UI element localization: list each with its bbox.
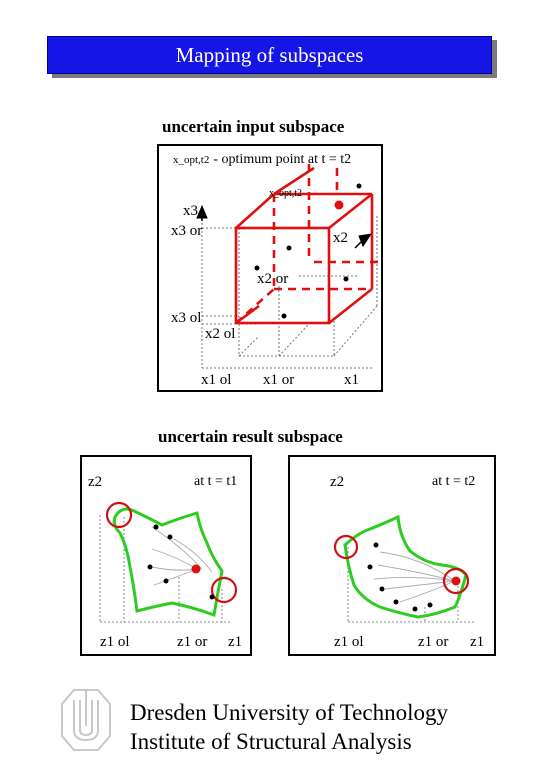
- footer-institute: Institute of Structural Analysis: [130, 729, 412, 754]
- z2-label-t2: z2: [330, 474, 345, 490]
- x3-label: x3: [183, 203, 198, 219]
- optimum-point: [334, 200, 344, 210]
- legend-text: - optimum point at t = t2: [213, 152, 352, 167]
- green-region-t2: [343, 514, 468, 619]
- x3-or-label: x3 or: [171, 223, 203, 239]
- x1-or-label: x1 or: [263, 372, 295, 388]
- red-point-t1: [191, 564, 201, 574]
- x2-or-label: x2 or: [257, 271, 289, 287]
- z2-label-t1: z2: [88, 474, 103, 490]
- red-circle-left-t1: [105, 501, 133, 529]
- x2-ol-label: x2 ol: [205, 326, 236, 342]
- red-uncertainty-box: [234, 166, 374, 325]
- x2-arrow-icon: [358, 233, 373, 248]
- time-label-t2: at t = t2: [432, 474, 476, 489]
- red-circle-left-t2: [333, 534, 359, 560]
- z1-or-label-t2: z1 or: [418, 634, 449, 650]
- z1-label-t1: z1: [228, 634, 243, 650]
- page-title: Mapping of subspaces: [47, 36, 492, 74]
- input-subspace-drawing: [196, 164, 381, 369]
- footer-university: Dresden University of Technology: [130, 700, 448, 725]
- result-panel-t1: z2 at t = t1 z1 ol z1 or z1: [80, 455, 252, 656]
- x2-label: x2: [333, 230, 348, 246]
- red-circle-right-t1: [210, 576, 238, 604]
- red-circle-right-t2: [442, 567, 470, 595]
- optimum-point-legend: x_opt,t2 - optimum point at t = t2: [173, 152, 351, 168]
- x3-ol-label: x3 ol: [171, 310, 202, 326]
- footer-institution: Dresden University of Technology Institu…: [130, 698, 448, 756]
- input-subspace-heading: uncertain input subspace: [162, 117, 345, 136]
- input-subspace-panel: x_opt,t2 - optimum point at t = t2: [157, 144, 383, 392]
- z1-ol-label-t2: z1 ol: [334, 634, 364, 650]
- x1-label: x1: [344, 372, 359, 388]
- green-region-t1: [112, 507, 224, 618]
- university-logo-icon: [61, 689, 111, 751]
- legend-symbol: x_opt,t2: [173, 154, 210, 166]
- time-label-t1: at t = t1: [194, 474, 238, 489]
- z1-or-label-t1: z1 or: [177, 634, 208, 650]
- result-panel-t2: z2 at t = t2 z1 ol z1 or z1: [288, 455, 496, 656]
- red-point-t2: [451, 576, 461, 586]
- z1-ol-label-t1: z1 ol: [100, 634, 130, 650]
- x3-arrow-icon: [196, 204, 208, 219]
- optimum-point-label: x_opt,t2: [269, 188, 303, 199]
- x1-ol-label: x1 ol: [201, 372, 232, 388]
- z1-label-t2: z1: [470, 634, 485, 650]
- result-subspace-heading: uncertain result subspace: [158, 427, 343, 446]
